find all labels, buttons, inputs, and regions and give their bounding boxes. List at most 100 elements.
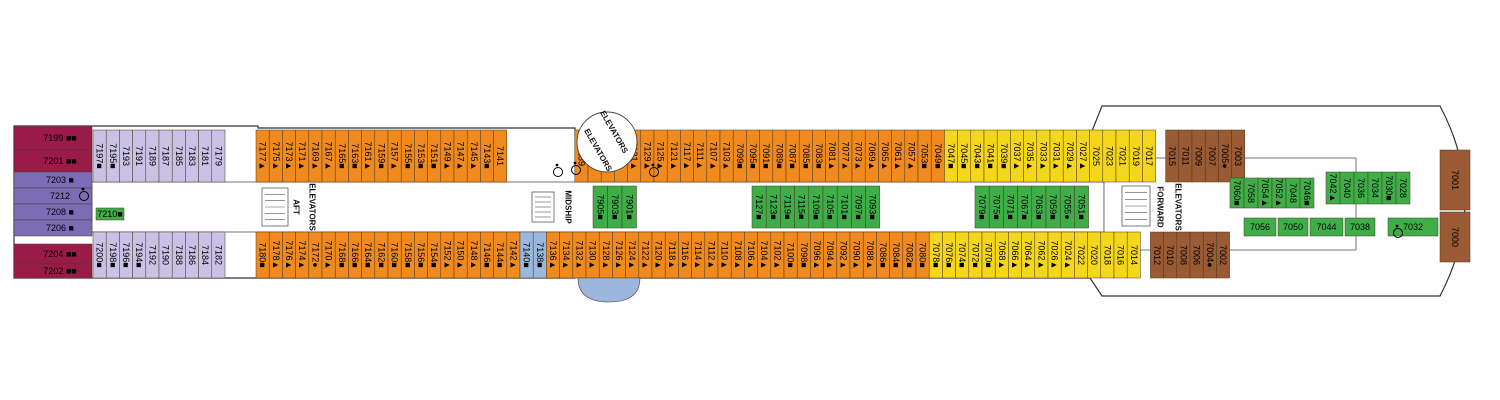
cabin-label-7090: 7090▲: [852, 241, 862, 270]
cabin-label-7044: 7044: [1316, 222, 1336, 232]
cabin-label-7146: 7146■: [482, 242, 492, 267]
cabin-label-7198: 7198■: [108, 242, 118, 267]
cabin-7182[interactable]: [211, 231, 226, 279]
accessible-icon-7143: [553, 163, 563, 177]
cabin-label-7109: 7109■: [811, 194, 821, 219]
cabin-label-7157: 7157▲: [390, 142, 400, 171]
cabin-label-7147: 7147▲: [456, 142, 466, 171]
cabin-label-7033: 7033▲: [1038, 142, 1048, 171]
cabin-7141[interactable]: [493, 129, 508, 183]
cabin-7046[interactable]: [1299, 177, 1315, 209]
cabin-label-7098: 7098■: [799, 242, 809, 267]
forward-elevators-label: ELEVATORS: [1174, 183, 1183, 231]
cabin-label-7026: 7026▲: [1050, 241, 1060, 270]
cabin-7179[interactable]: [211, 129, 226, 183]
cabin-label-7172: 7172●: [310, 242, 320, 267]
cabin-label-7159: 7159■: [376, 143, 386, 168]
cabin-label-7903: 7903■: [610, 194, 620, 219]
cabin-label-7087: 7087■: [788, 143, 798, 168]
cabin-label-7152: 7152▲: [442, 241, 452, 270]
cabin-7044[interactable]: [1309, 217, 1344, 237]
cabin-label-7069: 7069▲: [867, 142, 877, 171]
cabin-label-7203: 7203 ■: [46, 175, 74, 185]
cabin-label-7096: 7096▲: [812, 241, 822, 270]
cabin-label-7106: 7106▲: [746, 241, 756, 270]
cabin-label-7131: 7131▲: [629, 142, 639, 171]
cabin-label-7006: 7006: [1192, 245, 1202, 265]
cabin-label-7175: 7175▲: [271, 142, 281, 171]
cabin-label-7057: 7057▲: [906, 142, 916, 171]
cabin-label-7000: 7000: [1450, 227, 1460, 247]
cabin-label-7028: 7028: [1398, 178, 1408, 198]
cabin-label-7052: 7052▲: [1274, 179, 1284, 208]
cabin-label-7066: 7066▲: [1010, 241, 1020, 270]
cabin-label-7099: 7099■: [735, 143, 745, 168]
cabin-label-7208: 7208 ■: [46, 207, 74, 217]
cabin-label-7188: 7188: [174, 245, 184, 265]
cabin-label-7132: 7132▲: [574, 241, 584, 270]
cabin-label-7171: 7171▲: [297, 142, 307, 171]
cabin-label-7151: 7151■: [429, 143, 439, 168]
cabin-7017[interactable]: [1142, 129, 1156, 183]
cabin-7014[interactable]: [1126, 231, 1141, 279]
cabin-label-7143: 7143■: [482, 143, 492, 168]
cabin-label-7189: 7189: [147, 146, 157, 166]
cabin-label-7049: 7049■: [933, 143, 943, 168]
cabin-label-7010: 7010: [1165, 245, 1175, 265]
cabin-label-7115: 7115■: [797, 195, 807, 220]
cabin-label-7124: 7124▲: [627, 241, 637, 270]
cabin-label-7130: 7130▲: [588, 241, 598, 270]
cabin-label-7145: 7145▲: [469, 142, 479, 171]
cabin-label-7901: 7901■: [624, 194, 634, 219]
cabin-label-7204: 7204 ■■: [43, 249, 76, 259]
cabin-label-7041: 7041■: [986, 143, 996, 168]
cabin-label-7119: 7119■: [783, 195, 793, 220]
cabin-7050[interactable]: [1277, 217, 1309, 237]
cabin-7206[interactable]: [13, 219, 93, 237]
cabin-label-7011: 7011: [1180, 146, 1190, 165]
cabin-7032[interactable]: [1387, 217, 1439, 237]
cabin-7000[interactable]: [1439, 211, 1471, 263]
cabin-7210[interactable]: [95, 207, 125, 221]
cabin-label-7112: 7112▲: [706, 241, 716, 269]
cabin-label-7127: 7127■: [754, 194, 764, 219]
cabin-label-7022: 7022: [1076, 245, 1086, 265]
cabin-label-7043: 7043■: [972, 143, 982, 168]
cabin-label-7168: 7168■: [337, 242, 347, 267]
cabin-7028[interactable]: [1395, 171, 1411, 205]
cabin-label-7017: 7017: [1144, 146, 1154, 166]
cabin-label-7016: 7016: [1116, 245, 1126, 265]
cabin-7038[interactable]: [1344, 217, 1376, 237]
cabin-label-7020: 7020: [1089, 245, 1099, 265]
cabin-label-7039: 7039■: [999, 143, 1009, 168]
cabin-7901[interactable]: [621, 185, 637, 229]
cabin-label-7046: 7046■: [1302, 180, 1312, 205]
cabin-7056[interactable]: [1243, 217, 1277, 237]
cabin-7093[interactable]: [865, 185, 881, 229]
cabin-7199[interactable]: [13, 125, 93, 151]
cabin-7202[interactable]: [13, 263, 93, 279]
cabin-7051[interactable]: [1074, 185, 1089, 229]
cabin-label-7158: 7158■: [403, 242, 413, 267]
cabin-label-7060: 7060■: [1232, 180, 1242, 205]
cabin-label-7009: 7009: [1194, 146, 1204, 166]
cabin-label-7073: 7073▲: [854, 142, 864, 171]
cabin-7001[interactable]: [1439, 149, 1471, 211]
cabin-label-7121: 7121▲: [669, 142, 679, 171]
cabin-7002[interactable]: [1216, 231, 1230, 279]
cabin-label-7053: 7053■: [920, 143, 930, 168]
cabin-label-7095: 7095■: [748, 143, 758, 168]
cabin-label-7068: 7068▲: [997, 241, 1007, 270]
cabin-label-7177: 7177▲: [258, 142, 268, 171]
cabin-label-7029: 7029▲: [1065, 142, 1075, 171]
cabin-label-7201: 7201 ■■: [43, 156, 76, 166]
cabin-label-7114: 7114▲: [693, 241, 703, 269]
cabin-label-7097: 7097■: [854, 194, 864, 219]
cabin-label-7027: 7027▲: [1078, 142, 1088, 171]
cabin-label-7195: 7195■: [108, 143, 118, 168]
aft-label: AFT: [292, 199, 301, 215]
cabin-label-7166: 7166■: [350, 242, 360, 267]
cabin-label-7128: 7128▲: [601, 241, 611, 270]
midship-label: MIDSHIP: [564, 190, 573, 224]
cabin-label-7170: 7170▲: [324, 241, 334, 270]
